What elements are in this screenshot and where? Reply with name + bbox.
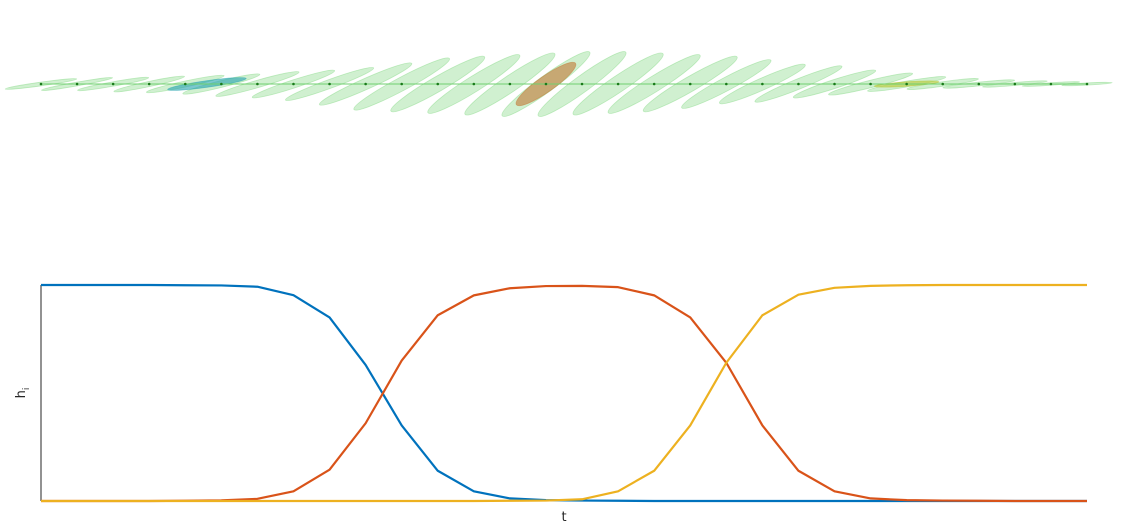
trajectory-point <box>472 82 476 86</box>
series-line-2 <box>41 284 1087 503</box>
trajectory-point <box>833 82 836 86</box>
trajectory-point <box>292 82 295 86</box>
trajectory-point <box>869 82 872 86</box>
trajectory-point <box>688 82 692 86</box>
trajectory-point <box>328 82 331 86</box>
trajectory-point <box>616 82 620 86</box>
trajectory-point <box>761 82 764 86</box>
trajectory-point <box>905 82 908 86</box>
trajectory-point <box>797 82 800 86</box>
trajectory-point <box>436 82 440 86</box>
trajectory-point <box>220 82 223 86</box>
trajectory-point <box>364 82 367 86</box>
trajectory-point <box>400 82 403 86</box>
series-layer <box>41 283 1087 503</box>
trajectory-point <box>725 82 728 86</box>
trajectory-point <box>39 82 43 86</box>
trajectory-point <box>183 82 187 86</box>
trajectory-point <box>652 82 656 86</box>
trajectory-point <box>544 82 548 86</box>
series-line-1 <box>41 283 1087 503</box>
series-line-3 <box>41 283 1087 503</box>
trajectory-point <box>1049 82 1053 86</box>
trajectory-point <box>941 82 945 86</box>
trajectory-point <box>977 82 981 86</box>
trajectory-point <box>508 82 512 86</box>
ellipse-trajectory-panel <box>4 51 1113 117</box>
y-axis-label-main: h <box>14 390 29 398</box>
trajectory-point <box>75 82 79 86</box>
line-chart-panel: t hi <box>14 283 1087 525</box>
trajectory-point <box>256 82 259 86</box>
y-axis-label-subscript: i <box>22 388 32 391</box>
y-axis-label: hi <box>14 388 32 399</box>
trajectory-point <box>1013 82 1017 86</box>
trajectory-point <box>111 82 115 86</box>
trajectory-point <box>1085 82 1089 86</box>
trajectory-point <box>580 82 584 86</box>
trajectory-point <box>147 82 151 86</box>
x-axis-label: t <box>561 510 566 525</box>
